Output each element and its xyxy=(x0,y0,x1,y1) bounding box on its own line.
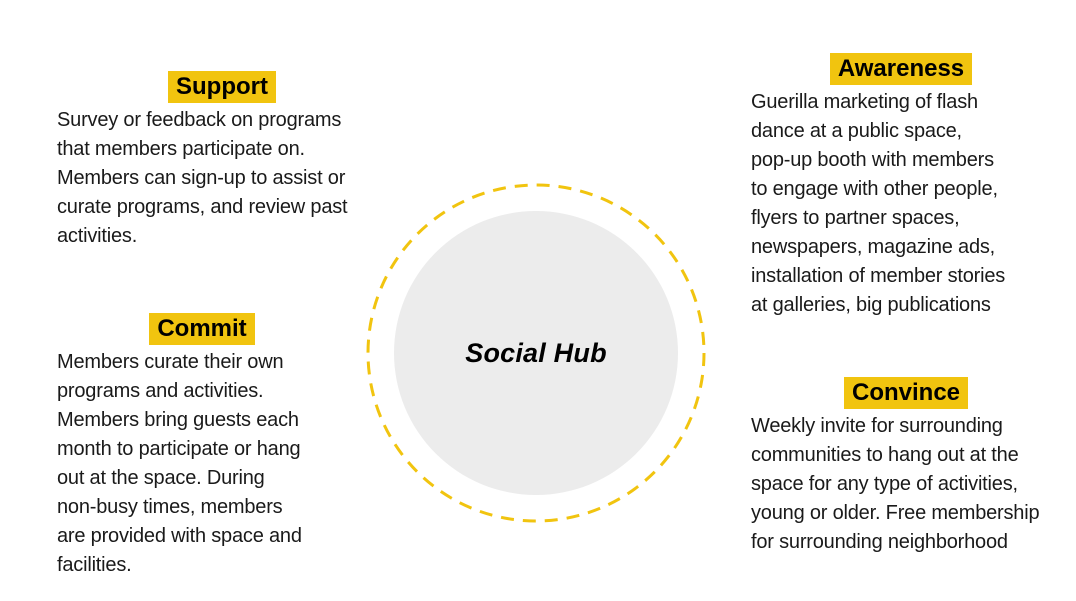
awareness-body: Guerilla marketing of flash dance at a p… xyxy=(751,91,1006,316)
section-commit: Commit Members curate their own programs… xyxy=(57,313,347,580)
support-body: Survey or feedback on programs that memb… xyxy=(57,109,348,247)
commit-title: Commit xyxy=(149,313,255,345)
section-awareness: Awareness Guerilla marketing of flash da… xyxy=(751,53,1051,320)
support-title: Support xyxy=(168,71,276,103)
convince-body: Weekly invite for surrounding communitie… xyxy=(751,415,1040,553)
hub-circle xyxy=(394,211,678,495)
dashed-ring xyxy=(366,183,706,523)
convince-title: Convince xyxy=(843,377,969,409)
section-convince: Convince Weekly invite for surrounding c… xyxy=(751,377,1061,557)
hub-label: Social Hub xyxy=(465,337,607,368)
hub-circle-graphic xyxy=(366,183,706,523)
section-support: Support Survey or feedback on programs t… xyxy=(57,71,387,251)
commit-body: Members curate their own programs and ac… xyxy=(57,351,302,576)
hub-label-box: Social Hub xyxy=(363,180,709,526)
awareness-title: Awareness xyxy=(829,53,973,85)
